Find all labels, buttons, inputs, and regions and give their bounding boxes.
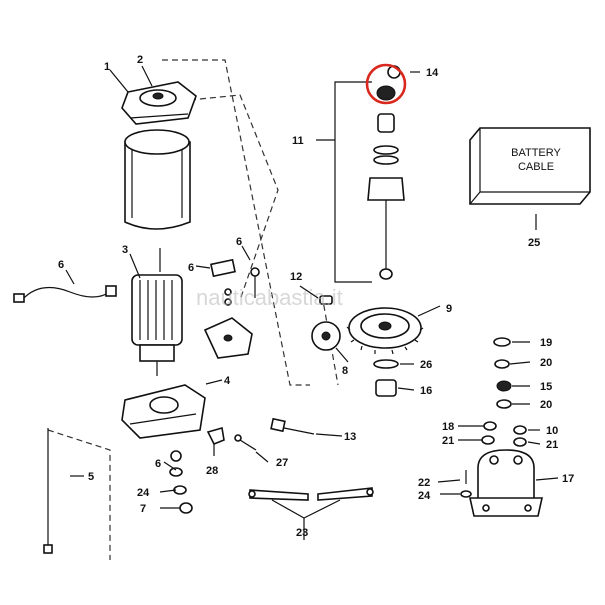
callout-18: 18 — [442, 421, 454, 433]
battery-cable-line1: BATTERY — [511, 147, 561, 159]
drive-assembly — [367, 65, 405, 280]
mounting-bolt — [270, 417, 315, 435]
battery-cable-box: BATTERY CABLE — [469, 127, 591, 230]
callout-6-brush: 6 — [188, 262, 194, 274]
callout-28: 28 — [206, 465, 218, 477]
battery-cable-line2: CABLE — [518, 161, 554, 173]
callout-8: 8 — [342, 365, 348, 377]
pinion-gear-large — [346, 307, 424, 355]
callout-20-lower: 20 — [540, 399, 552, 411]
solenoid-hardware-stack — [481, 337, 527, 447]
callout-17: 17 — [562, 473, 574, 485]
part-14-highlight-ring — [365, 63, 407, 105]
callout-2: 2 — [137, 54, 143, 66]
washer-and-bushing — [373, 359, 399, 397]
callout-20-upper: 20 — [540, 357, 552, 369]
callout-23: 23 — [296, 527, 308, 539]
callout-12: 12 — [290, 271, 302, 283]
callout-6-nut: 6 — [155, 458, 161, 470]
brush-assembly — [203, 258, 260, 359]
callout-26: 26 — [420, 359, 432, 371]
callout-labels: 1 2 3 6 6 6 4 5 6 24 7 28 27 13 23 14 11… — [58, 54, 574, 539]
wire-lead — [13, 285, 117, 303]
pinion-gear-small — [311, 295, 341, 351]
watermark: nauticabastia.it — [196, 285, 343, 310]
drive-end-cap — [121, 81, 197, 125]
solenoid-screw — [460, 470, 472, 498]
callout-5: 5 — [88, 471, 94, 483]
motor-housing — [124, 129, 191, 230]
callout-11: 11 — [292, 135, 304, 147]
callout-15: 15 — [540, 381, 552, 393]
callout-19: 19 — [540, 337, 552, 349]
callout-27: 27 — [276, 457, 288, 469]
commutator-end-frame — [121, 384, 206, 439]
armature — [131, 248, 183, 376]
callout-24-right: 24 — [418, 490, 431, 502]
leader-lines — [65, 65, 559, 540]
callout-10: 10 — [546, 425, 558, 437]
callout-16: 16 — [420, 385, 432, 397]
callout-7: 7 — [140, 503, 146, 515]
callout-6-screw: 6 — [236, 236, 242, 248]
callout-6-wire: 6 — [58, 259, 64, 271]
callout-13: 13 — [344, 431, 356, 443]
callout-24-left: 24 — [137, 487, 150, 499]
callout-9: 9 — [446, 303, 452, 315]
callout-bracket-11 — [334, 81, 372, 283]
callout-3: 3 — [122, 244, 128, 256]
cable-straps — [248, 487, 374, 501]
callout-25: 25 — [528, 237, 540, 249]
through-bolt — [43, 428, 53, 554]
callout-14: 14 — [426, 67, 439, 79]
callout-21-left: 21 — [442, 435, 454, 447]
callout-1: 1 — [104, 61, 110, 73]
solenoid — [469, 449, 543, 517]
callout-4: 4 — [224, 375, 231, 387]
callout-22: 22 — [418, 477, 430, 489]
callout-21-right: 21 — [546, 439, 558, 451]
